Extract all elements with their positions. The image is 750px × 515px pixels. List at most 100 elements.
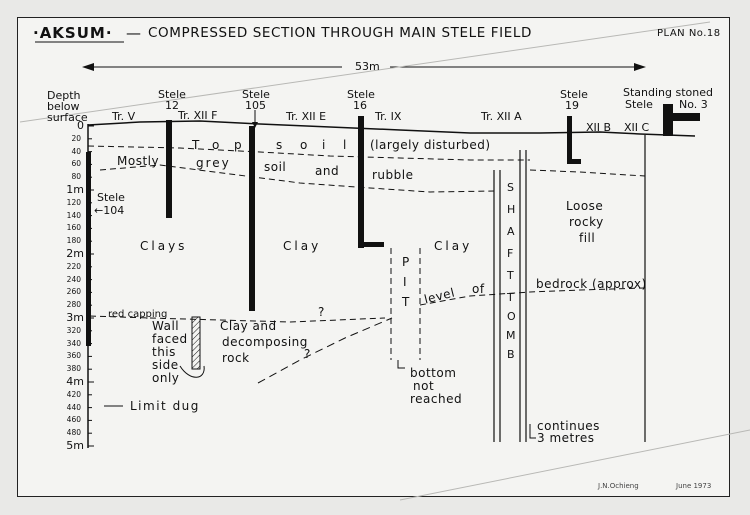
wall-pointer [179,365,205,378]
trench-xiib: XII B [586,121,612,134]
stele-16-foot [358,242,384,247]
wall-label-4: side [152,358,179,372]
fill-label: fill [579,231,596,245]
rocky-label: rocky [569,215,604,229]
pit-i: I [403,275,408,289]
depth-tick-label: 240 [66,274,81,284]
depth-tick-label: 320 [66,325,81,335]
stele-3-arm [663,113,700,121]
drawing-date: June 1973 [676,482,712,490]
topsoil-o2: o [300,138,308,152]
stele-105-arrowhead [252,122,258,128]
depth-tick-label: 20 [71,133,81,143]
stele-104-label: Stele [97,191,125,204]
stele-19-foot [567,159,581,164]
depth-tick-label: 40 [71,146,81,156]
stele-105 [249,126,255,311]
scale-arrow-right [634,63,646,71]
stele-19 [567,116,572,164]
depth-tick-label: 260 [66,287,81,297]
not-label: not [413,379,435,393]
bottom-pointer [397,360,405,369]
rubble-label: rubble [372,168,414,182]
stele-19-label: Stele [560,88,588,101]
soil-label: soil [264,160,287,174]
topsoil-l: l [343,138,347,152]
wall-label-1: Wall [152,319,180,333]
topsoil-i: i [322,138,326,152]
tomb-b: B [507,348,515,361]
depth-tick-label: 420 [66,389,81,399]
depth-tick-label: 480 [66,428,81,438]
depth-tick-label: 180 [66,236,81,246]
limit-dug-label: Limit dug [130,399,200,413]
stele-105-number: 105 [245,99,266,112]
depth-tick-label: 160 [66,223,81,233]
site-name: ·AKSUM· [33,24,113,42]
shaft-a: A [507,225,515,238]
wall-hatched [191,316,201,370]
depth-tick-label: 3m [66,311,84,324]
red-capping-label: red capping [108,309,168,320]
scale-label: 53m [355,60,380,73]
drawing-frame [17,17,730,497]
question-mark-1: ? [318,305,325,319]
trench-xiie: Tr. XII E [286,110,327,123]
shaft-s: S [507,181,514,194]
tomb-m: M [506,329,516,342]
depth-tick-label: 380 [66,364,81,374]
standing-stele-number: No. 3 [679,98,708,111]
shaft-h: H [507,203,516,216]
topsoil-disturbed: (largely disturbed) [370,138,491,152]
of-label: of [472,282,485,296]
depth-tick-label: 220 [66,261,81,271]
shaft-t: T [507,269,514,282]
tomb-o: O [507,310,516,323]
tomb-t: T [507,291,514,304]
depth-tick-label: 0 [77,119,84,132]
decomposing-rock-line [257,317,393,384]
depth-tick-label: 5m [66,439,84,452]
bottom-label: bottom [410,366,457,380]
clays-label: Clays [140,239,188,253]
page-title: COMPRESSED SECTION THROUGH MAIN STELE FI… [148,25,532,41]
depth-tick-label: 1m [66,183,84,196]
trench-v: Tr. V [112,110,136,123]
stele-12-label: Stele [158,88,186,101]
decomposing-label-3: rock [222,351,250,365]
trench-xiic: XII C [624,121,650,134]
ground-surface [87,120,696,137]
stele-105-label: Stele [242,88,270,101]
clay-label-1: Clay [283,239,322,253]
depth-tick-label: 80 [71,172,81,182]
clay-label-2: Clay [434,239,473,253]
pit-t: T [402,295,410,309]
stele-19-number: 19 [565,99,579,112]
stele-12 [166,120,172,218]
grey-label: grey [196,156,231,170]
stele-12-number: 12 [165,99,179,112]
depth-tick-label: 4m [66,375,84,388]
bedrock-line [419,287,646,306]
bedrock-label: bedrock (approx) [536,277,647,291]
wall-label-5: only [152,371,180,385]
depth-header-2: below [47,100,80,113]
depth-tick-label: 140 [66,210,81,220]
topsoil-boundary [87,145,530,161]
pit-p: P [402,255,410,269]
and-label: and [315,164,340,178]
title-dash: — [126,24,141,42]
wall-label-2: faced [152,332,188,346]
reached-label: reached [410,392,463,406]
stele-16 [358,116,364,248]
trench-ix: Tr. IX [375,110,402,123]
stele-104 [86,152,91,346]
standing-stele-word: Stele [625,98,653,111]
plan-number: PLAN No.18 [657,28,721,39]
continues-label: continues [537,419,600,433]
depth-tick-label: 360 [66,351,81,361]
depth-tick-label: 340 [66,338,81,348]
standing-stele-label: Standing stoned [623,86,713,99]
